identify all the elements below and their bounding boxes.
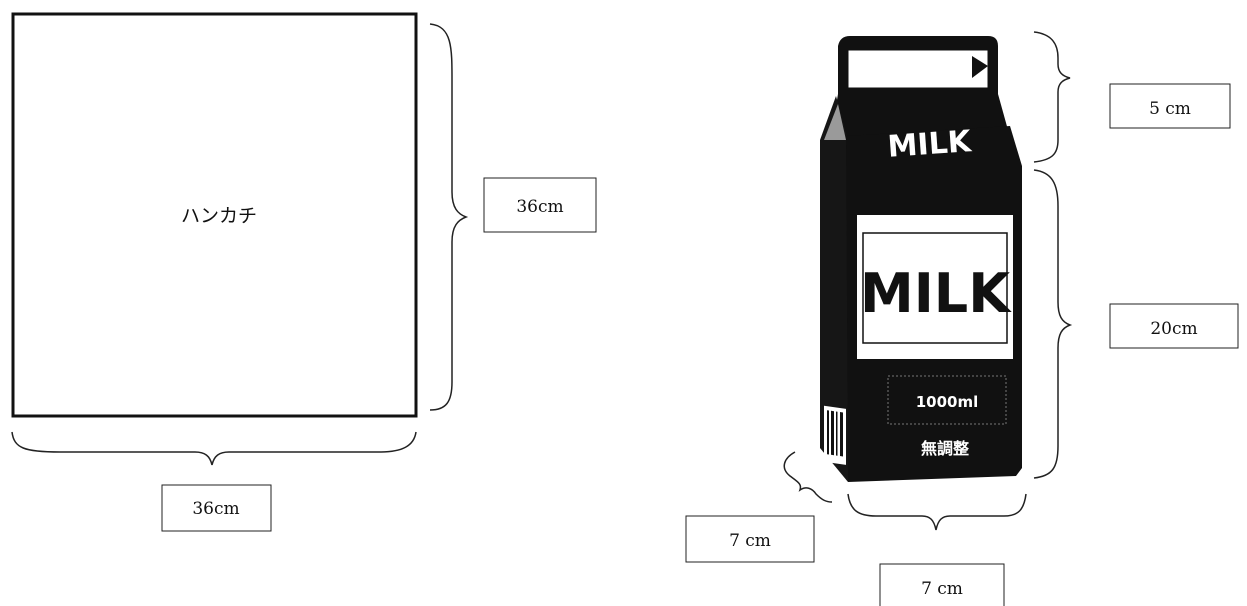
carton-top-height-label: 5 cm xyxy=(1149,99,1191,119)
handkerchief-square xyxy=(11,12,418,418)
carton-width-brace xyxy=(847,493,1027,531)
carton-volume-box xyxy=(887,375,1007,425)
handkerchief-width-box xyxy=(161,484,272,532)
carton-body-height-brace xyxy=(1033,169,1073,479)
carton-width-box xyxy=(879,563,1005,606)
carton-depth-brace xyxy=(783,451,833,503)
handkerchief-label: ハンカチ xyxy=(181,205,257,227)
carton-front-label: MILK xyxy=(860,262,1012,325)
handkerchief-width-brace xyxy=(11,431,417,466)
handkerchief-height-box xyxy=(483,177,597,233)
handkerchief-figure: ハンカチ 36cm 36cm xyxy=(11,12,597,532)
milk-carton-figure: MILK MILK 1000ml 無調整 5 cm 20cm 7 cm xyxy=(685,31,1239,606)
carton-front-label-panel xyxy=(855,213,1015,361)
carton-spout-triangle xyxy=(972,56,988,78)
carton-sub-label: 無調整 xyxy=(921,439,969,458)
carton-side-face xyxy=(820,96,848,482)
carton-volume-label: 1000ml xyxy=(916,393,979,411)
carton-top-height-brace xyxy=(1033,31,1071,163)
carton-top-height-box xyxy=(1109,83,1231,129)
carton-barcode xyxy=(824,405,846,465)
carton-depth-box xyxy=(685,515,815,563)
carton-width-label: 7 cm xyxy=(921,579,963,599)
carton-body-height-box xyxy=(1109,303,1239,349)
carton-front-label-inner xyxy=(862,232,1008,344)
carton-depth-label: 7 cm xyxy=(729,531,771,551)
handkerchief-height-label: 36cm xyxy=(516,197,563,217)
carton-body-height-label: 20cm xyxy=(1150,319,1197,339)
carton-side-shade xyxy=(824,104,846,140)
handkerchief-height-brace xyxy=(429,23,469,411)
carton-top-panel xyxy=(847,49,989,89)
carton-top-label: MILK xyxy=(887,124,974,165)
handkerchief-width-label: 36cm xyxy=(192,499,239,519)
